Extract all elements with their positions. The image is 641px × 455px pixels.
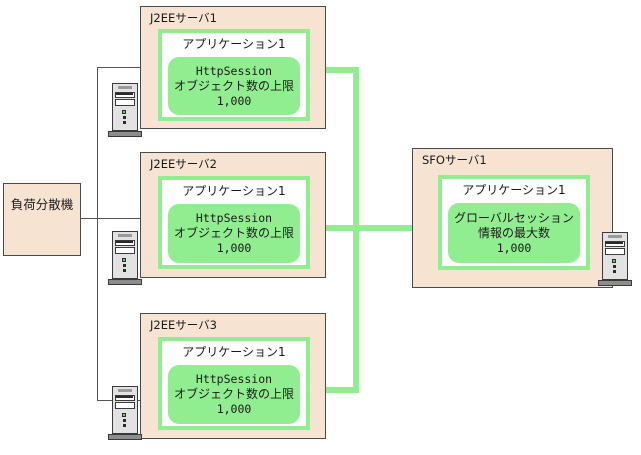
j2ee-server-1-pill-line2: オブジェクト数の上限	[173, 78, 294, 93]
load-balancer-box[interactable]: 負荷分散機	[3, 183, 81, 256]
j2ee-server-2-session-pill[interactable]: HttpSession オブジェクト数の上限 1,000	[168, 204, 300, 263]
j2ee-server-3-title: J2EEサーバ3	[150, 318, 217, 332]
j2ee-server-2-pill-line1: HttpSession	[195, 211, 273, 225]
computer-tower-icon	[108, 231, 142, 287]
j2ee-server-1-app-title: アプリケーション1	[182, 37, 286, 51]
green-trunk-to-sfo	[353, 225, 450, 231]
tower-base	[598, 280, 632, 286]
j2ee-server-3-box[interactable]: J2EEサーバ3 アプリケーション1 HttpSession オブジェクト数の上…	[140, 313, 326, 439]
j2ee-server-1-pill-line3: 1,000	[216, 93, 252, 108]
tower-indicator-dot-2	[123, 121, 126, 124]
j2ee-server-3-session-pill[interactable]: HttpSession オブジェクト数の上限 1,000	[168, 365, 300, 424]
computer-tower-icon	[108, 386, 142, 442]
j2ee-server-3-pill-line2: オブジェクト数の上限	[173, 387, 294, 401]
black-branch-server2	[97, 218, 141, 219]
sfo-server-title: SFOサーバ1	[422, 153, 487, 167]
lb-to-bus-link	[80, 218, 98, 219]
tower-base	[108, 131, 142, 137]
tower-drive-bay-1	[115, 92, 135, 98]
green-branch-server1	[320, 67, 359, 73]
tower-drive-bay-1	[115, 240, 135, 246]
j2ee-server-1-app-box[interactable]: アプリケーション1 HttpSession オブジェクト数の上限 1,000	[158, 29, 310, 121]
tower-drive-bay-2	[115, 99, 135, 106]
green-branch-server3	[320, 387, 359, 393]
j2ee-server-3-pill-line1: HttpSession	[195, 372, 273, 386]
tower-power-led-icon	[122, 413, 126, 417]
tower-drive-bay-1-bar	[606, 242, 623, 244]
j2ee-server-2-title: J2EEサーバ2	[150, 157, 217, 171]
j2ee-server-3-pill-line3: 1,000	[216, 402, 252, 416]
sfo-pill-line2: 情報の最大数	[477, 225, 550, 240]
tower-drive-bay-1	[605, 241, 625, 247]
tower-power-led-icon	[612, 259, 616, 263]
tower-drive-bay-1-bar	[116, 241, 133, 243]
sfo-server-app-title: アプリケーション1	[462, 183, 566, 197]
j2ee-server-2-box[interactable]: J2EEサーバ2 アプリケーション1 HttpSession オブジェクト数の上…	[140, 152, 326, 278]
j2ee-server-2-app-box[interactable]: アプリケーション1 HttpSession オブジェクト数の上限 1,000	[158, 176, 310, 269]
j2ee-server-1-pill-line1: HttpSession	[195, 63, 273, 78]
tower-slot-icon	[118, 389, 132, 392]
black-branch-server1	[97, 67, 141, 68]
tower-drive-bay-1	[115, 395, 135, 401]
j2ee-server-2-pill-line3: 1,000	[216, 241, 252, 255]
sfo-pill-line3: 1,000	[496, 240, 532, 255]
j2ee-server-2-pill-line2: オブジェクト数の上限	[173, 226, 294, 240]
tower-power-led-icon	[122, 258, 126, 262]
sfo-server-app-box[interactable]: アプリケーション1 グローバルセッション 情報の最大数 1,000	[438, 175, 590, 270]
green-branch-server2	[320, 225, 359, 231]
tower-base	[108, 434, 142, 440]
black-vertical-bus	[97, 67, 98, 401]
tower-indicator-dot-1	[123, 419, 126, 422]
j2ee-server-1-session-pill[interactable]: HttpSession オブジェクト数の上限 1,000	[168, 57, 300, 115]
sfo-pill-line1: グローバルセッション	[454, 210, 574, 225]
j2ee-server-3-app-title: アプリケーション1	[182, 345, 286, 359]
computer-tower-icon	[598, 232, 632, 288]
tower-indicator-dot-1	[613, 265, 616, 268]
tower-drive-bay-1-bar	[116, 396, 133, 398]
tower-drive-bay-2	[605, 248, 625, 255]
tower-indicator-dot-2	[613, 270, 616, 273]
tower-drive-bay-2	[115, 402, 135, 409]
computer-tower-icon	[108, 83, 142, 139]
j2ee-server-1-box[interactable]: J2EEサーバ1 アプリケーション1 HttpSession オブジェクト数の上…	[140, 6, 326, 129]
j2ee-server-2-app-title: アプリケーション1	[182, 184, 286, 198]
tower-power-led-icon	[122, 110, 126, 114]
tower-indicator-dot-1	[123, 264, 126, 267]
sfo-global-session-pill[interactable]: グローバルセッション 情報の最大数 1,000	[448, 203, 580, 263]
j2ee-server-1-title: J2EEサーバ1	[150, 11, 217, 25]
load-balancer-label: 負荷分散機	[10, 197, 74, 212]
tower-slot-icon	[118, 86, 132, 89]
tower-slot-icon	[608, 235, 622, 238]
tower-drive-bay-2	[115, 247, 135, 254]
tower-indicator-dot-1	[123, 116, 126, 119]
tower-base	[108, 279, 142, 285]
j2ee-server-3-app-box[interactable]: アプリケーション1 HttpSession オブジェクト数の上限 1,000	[158, 337, 310, 430]
sfo-server-box[interactable]: SFOサーバ1 アプリケーション1 グローバルセッション 情報の最大数 1,00…	[412, 148, 613, 288]
tower-indicator-dot-2	[123, 269, 126, 272]
tower-drive-bay-1-bar	[116, 93, 133, 95]
tower-indicator-dot-2	[123, 424, 126, 427]
tower-slot-icon	[118, 234, 132, 237]
